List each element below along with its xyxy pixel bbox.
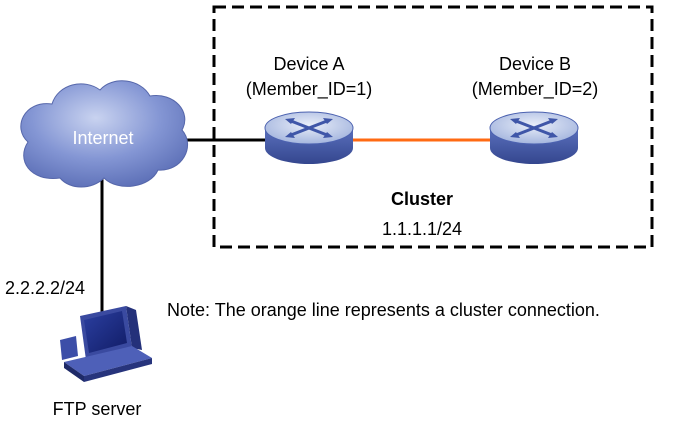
cluster-boundary bbox=[212, 5, 654, 249]
device-a-name: Device A bbox=[273, 54, 344, 74]
legend-note: Note: The orange line represents a clust… bbox=[167, 300, 600, 320]
internet-cloud-icon bbox=[20, 80, 188, 188]
device-b-name: Device B bbox=[499, 54, 571, 74]
internet-label: Internet bbox=[72, 128, 133, 148]
device-a-router-icon bbox=[264, 111, 354, 164]
device-a-member-id: (Member_ID=1) bbox=[246, 79, 373, 100]
device-b-router-icon bbox=[489, 111, 579, 164]
ftp-server-label: FTP server bbox=[53, 399, 142, 419]
ftp-server-ip: 2.2.2.2/24 bbox=[5, 278, 85, 298]
cluster-label: Cluster bbox=[391, 189, 453, 209]
ftp-server-computer-icon bbox=[60, 306, 152, 382]
device-b-member-id: (Member_ID=2) bbox=[472, 79, 599, 100]
cluster-ip: 1.1.1.1/24 bbox=[382, 219, 462, 239]
